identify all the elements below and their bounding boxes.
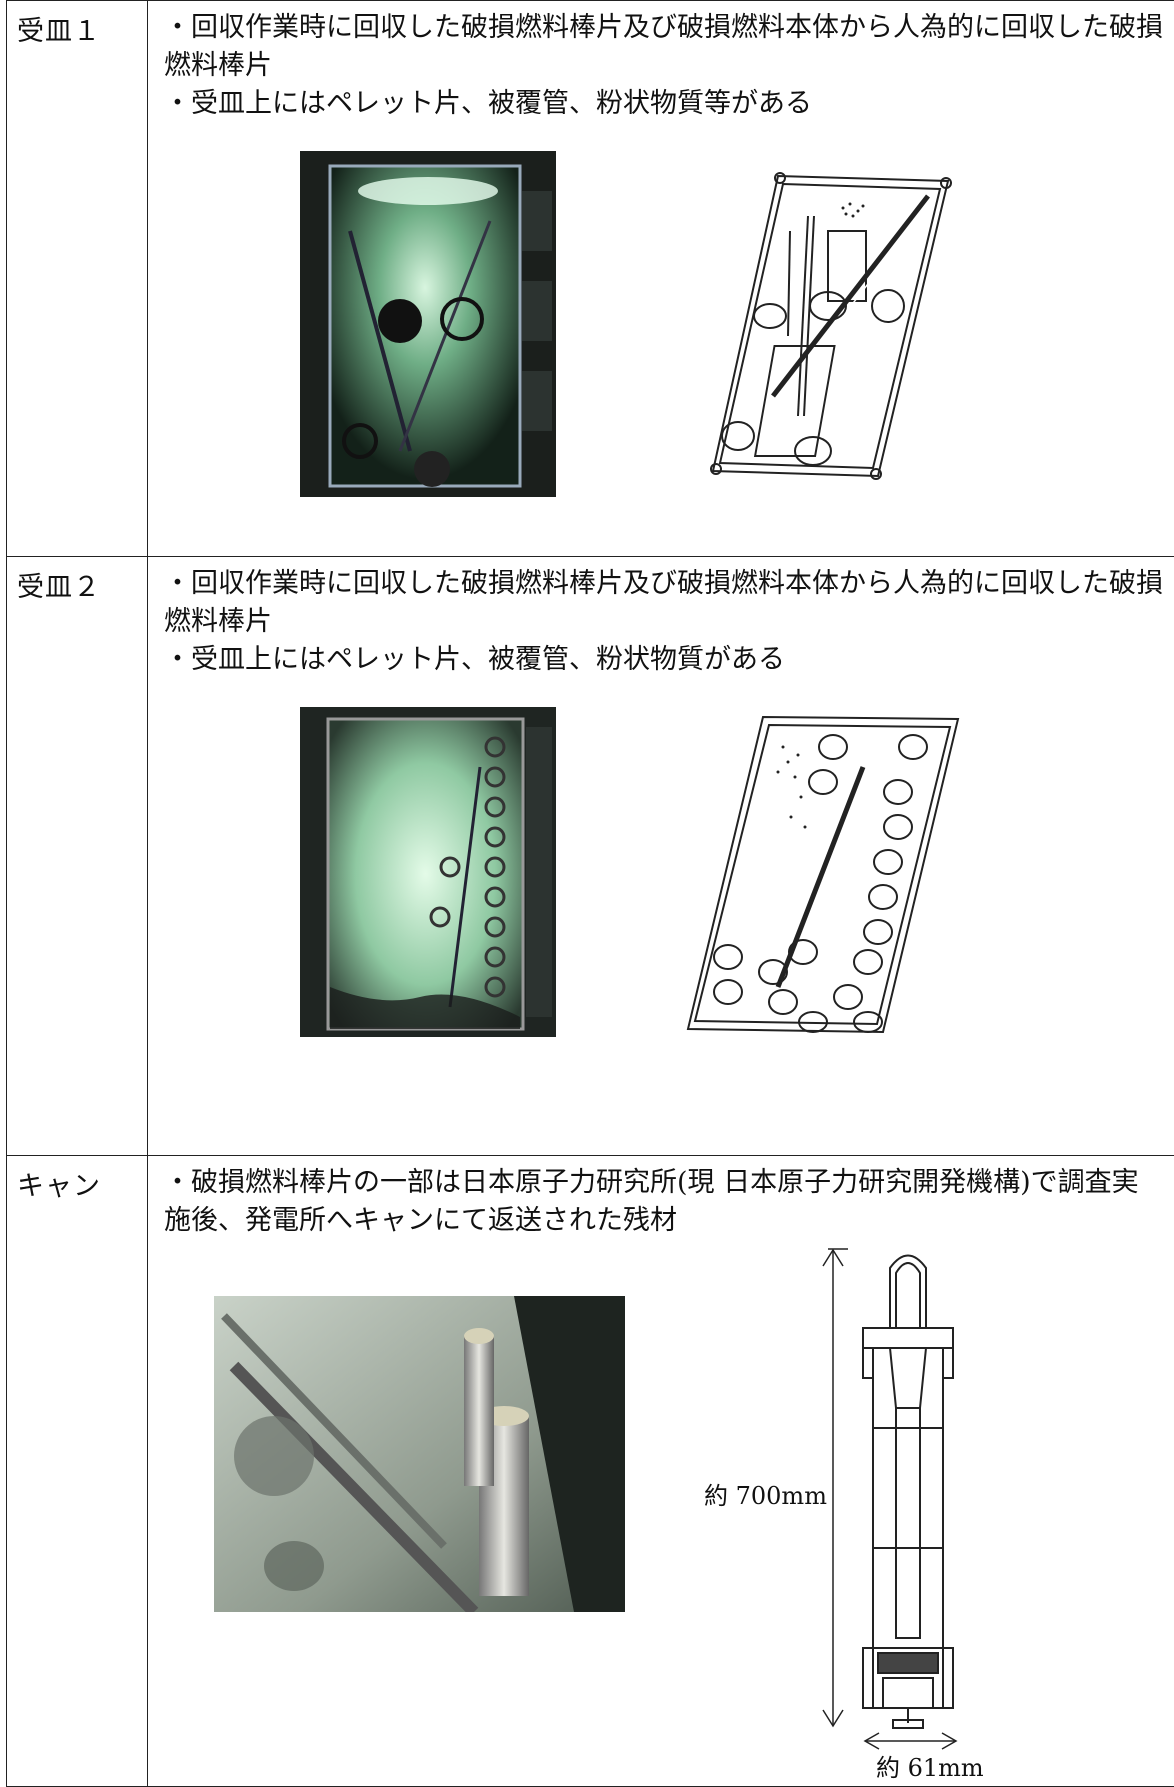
table-row: 受皿１ ・回収作業時に回収した破損燃料棒片及び破損燃料本体から人為的に回収した破… — [7, 1, 1174, 557]
row-content-can: ・破損燃料棒片の一部は日本原子力研究所(現 日本原子力研究開発機構)で調査実施後… — [148, 1156, 1174, 1787]
row-content-tray-1: ・回収作業時に回収した破損燃料棒片及び破損燃料本体から人為的に回収した破損燃料棒… — [148, 1, 1174, 557]
row-label-tray-1: 受皿１ — [7, 1, 148, 557]
tray-1-photo — [300, 151, 556, 497]
bullet-text: ・回収作業時に回収した破損燃料棒片及び破損燃料本体から人為的に回収した破損燃料棒… — [148, 557, 1174, 641]
width-dimension-label: 約 61mm — [876, 1748, 984, 1783]
can-photo — [214, 1296, 625, 1612]
row-label-can: キャン — [7, 1156, 148, 1787]
row-content-tray-2: ・回収作業時に回収した破損燃料棒片及び破損燃料本体から人為的に回収した破損燃料棒… — [148, 557, 1174, 1156]
tray-2-sketch — [683, 707, 963, 1042]
table-row: キャン ・破損燃料棒片の一部は日本原子力研究所(現 日本原子力研究開発機構)で調… — [7, 1156, 1174, 1787]
document-sheet: 受皿１ ・回収作業時に回収した破損燃料棒片及び破損燃料本体から人為的に回収した破… — [6, 0, 1166, 1767]
row-label-tray-2: 受皿２ — [7, 557, 148, 1156]
table-row: 受皿２ ・回収作業時に回収した破損燃料棒片及び破損燃料本体から人為的に回収した破… — [7, 557, 1174, 1156]
height-dimension-label: 約 700mm — [704, 1476, 827, 1511]
bullet-text: ・破損燃料棒片の一部は日本原子力研究所(現 日本原子力研究開発機構)で調査実施後… — [148, 1156, 1174, 1240]
can-drawing — [838, 1248, 978, 1778]
inventory-table: 受皿１ ・回収作業時に回収した破損燃料棒片及び破損燃料本体から人為的に回収した破… — [6, 0, 1174, 1787]
tray-2-photo — [300, 707, 556, 1037]
bullet-text: ・受皿上にはペレット片、被覆管、粉状物質がある — [148, 641, 1174, 679]
bullet-text: ・回収作業時に回収した破損燃料棒片及び破損燃料本体から人為的に回収した破損燃料棒… — [148, 1, 1174, 85]
bullet-text: ・受皿上にはペレット片、被覆管、粉状物質等がある — [148, 85, 1174, 123]
tray-1-sketch — [708, 156, 968, 496]
